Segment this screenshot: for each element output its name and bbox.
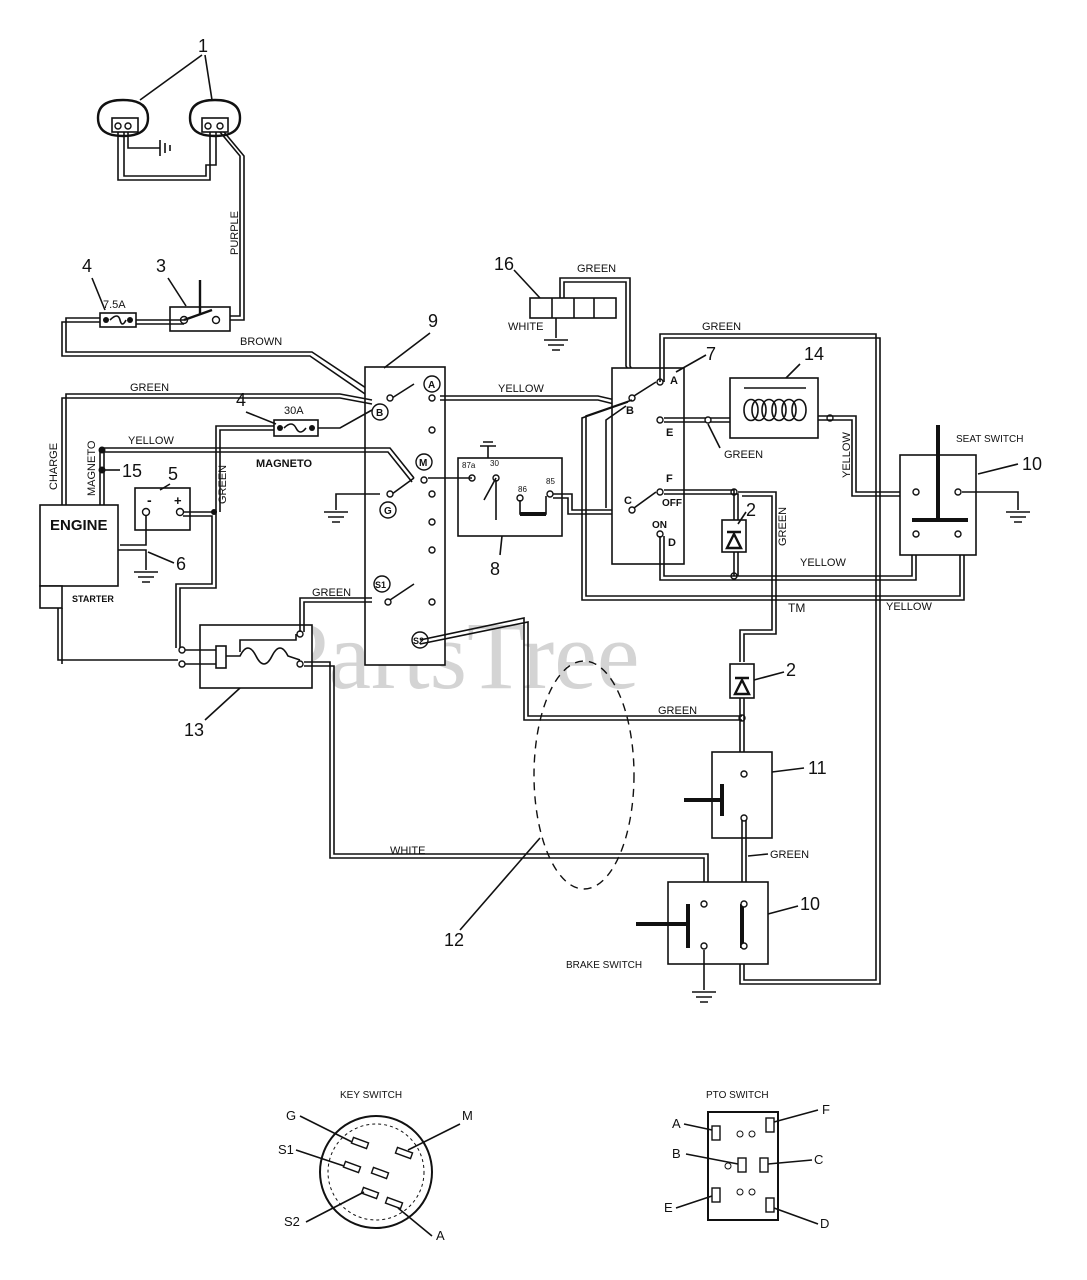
wire-label-white: WHITE xyxy=(390,845,425,857)
svg-text:F: F xyxy=(666,473,673,485)
label-seat-switch: SEAT SWITCH xyxy=(956,434,1023,445)
wire-label-green-16: GREEN xyxy=(577,263,616,275)
svg-text:A: A xyxy=(428,380,435,391)
svg-text:S2: S2 xyxy=(413,636,424,646)
wire-label-green-e: GREEN xyxy=(724,449,763,461)
callout-10-seat: 10 xyxy=(1022,454,1042,474)
svg-text:M: M xyxy=(419,458,427,469)
wire-label-green-charge: GREEN xyxy=(130,382,169,394)
watermark-text: PartsTree xyxy=(275,602,639,709)
pto-switch xyxy=(611,367,685,565)
svg-text:G: G xyxy=(384,506,392,517)
headlight-right xyxy=(188,98,242,138)
ign-term-g xyxy=(379,501,397,519)
label-magneto: MAGNETO xyxy=(256,458,312,470)
key-legend-s1: S1 xyxy=(278,1142,294,1157)
key-legend-m: M xyxy=(462,1108,473,1123)
callout-16: 16 xyxy=(494,254,514,274)
wire-label-yellow-mag: YELLOW xyxy=(128,435,174,447)
pto-off: OFF xyxy=(662,498,682,509)
svg-text:A: A xyxy=(670,375,678,387)
label-key-switch: KEY SWITCH xyxy=(340,1090,402,1101)
svg-text:30: 30 xyxy=(490,459,499,468)
callout-10-brake: 10 xyxy=(800,894,820,914)
svg-text:85: 85 xyxy=(546,477,555,486)
callout-14: 14 xyxy=(804,344,824,364)
battery-plus: + xyxy=(174,493,182,508)
pto-on: ON xyxy=(652,520,667,531)
engine xyxy=(39,504,119,587)
label-starter: STARTER xyxy=(72,594,114,604)
callout-4-mid: 4 xyxy=(236,390,246,410)
label-charge: CHARGE xyxy=(48,443,60,490)
wire-label-green-s2: GREEN xyxy=(658,705,697,717)
label-brake-switch: BRAKE SWITCH xyxy=(566,960,642,971)
callout-6: 6 xyxy=(176,554,186,574)
watermark-tm: TM xyxy=(788,601,805,615)
battery-minus: - xyxy=(147,492,152,508)
callout-2-upper: 2 xyxy=(746,500,756,520)
wire-label-green-brake: GREEN xyxy=(770,849,809,861)
pto-legend-e: E xyxy=(664,1200,673,1215)
pto-switch-detail: PTO SWITCH A F B C E D xyxy=(664,1090,830,1231)
clutch-coil xyxy=(729,377,819,439)
ign-term-s1 xyxy=(373,575,391,593)
wire-label-green-diode: GREEN xyxy=(777,507,789,546)
pto-legend-a: A xyxy=(672,1116,681,1131)
ign-term-a xyxy=(423,375,441,393)
callout-8: 8 xyxy=(490,559,500,579)
fuse-label-7-5a: 7.5A xyxy=(103,299,126,311)
callout-1: 1 xyxy=(198,36,208,56)
callout-3: 3 xyxy=(156,256,166,276)
callout-5: 5 xyxy=(168,464,178,484)
wire-label-yellow-seat: YELLOW xyxy=(886,601,932,613)
fuse-label-30a: 30A xyxy=(284,405,304,417)
svg-text:86: 86 xyxy=(518,485,527,494)
callout-15: 15 xyxy=(122,461,142,481)
label-magneto-wire: MAGNETO xyxy=(86,440,98,496)
svg-text:B: B xyxy=(626,405,634,417)
svg-text:D: D xyxy=(668,537,676,549)
label-pto-switch: PTO SWITCH xyxy=(706,1090,769,1101)
ign-term-m xyxy=(415,453,433,471)
callout-4-top: 4 xyxy=(82,256,92,276)
key-legend-g: G xyxy=(286,1108,296,1123)
wire-label-green-s1: GREEN xyxy=(312,587,351,599)
pto-legend-c: C xyxy=(814,1152,823,1167)
label-engine: ENGINE xyxy=(50,517,108,534)
wire-label-yellow-coil: YELLOW xyxy=(841,432,853,478)
svg-text:S1: S1 xyxy=(375,580,386,590)
connector xyxy=(529,297,617,319)
callout-2-lower: 2 xyxy=(786,660,796,680)
callout-12: 12 xyxy=(444,930,464,950)
wire-label-purple: PURPLE xyxy=(229,211,241,255)
key-legend-a: A xyxy=(436,1228,445,1243)
callout-11: 11 xyxy=(808,758,827,778)
wire-label-white-16: WHITE xyxy=(508,321,543,333)
relay xyxy=(457,457,563,537)
key-legend-s2: S2 xyxy=(284,1214,300,1229)
pto-legend-d: D xyxy=(820,1216,829,1231)
pto-legend-b: B xyxy=(672,1146,681,1161)
pto-legend-f: F xyxy=(822,1102,830,1117)
wire-label-green-top: GREEN xyxy=(702,321,741,333)
svg-text:87a: 87a xyxy=(462,461,476,470)
svg-text:B: B xyxy=(376,408,383,419)
svg-text:C: C xyxy=(624,495,632,507)
wire-label-green-batt: GREEN xyxy=(217,465,229,504)
wire-label-brown: BROWN xyxy=(240,336,282,348)
headlight-left xyxy=(96,98,150,138)
callout-13: 13 xyxy=(184,720,204,740)
starter-block xyxy=(39,585,63,609)
wire-label-yellow-pto: YELLOW xyxy=(800,557,846,569)
ign-term-b xyxy=(371,403,389,421)
callout-9: 9 xyxy=(428,311,438,331)
harness-loop xyxy=(533,660,635,890)
wire-label-yellow-a: YELLOW xyxy=(498,383,544,395)
svg-text:E: E xyxy=(666,427,673,439)
key-switch-detail: KEY SWITCH G M S1 S2 A xyxy=(278,1090,473,1243)
callout-7: 7 xyxy=(706,344,716,364)
